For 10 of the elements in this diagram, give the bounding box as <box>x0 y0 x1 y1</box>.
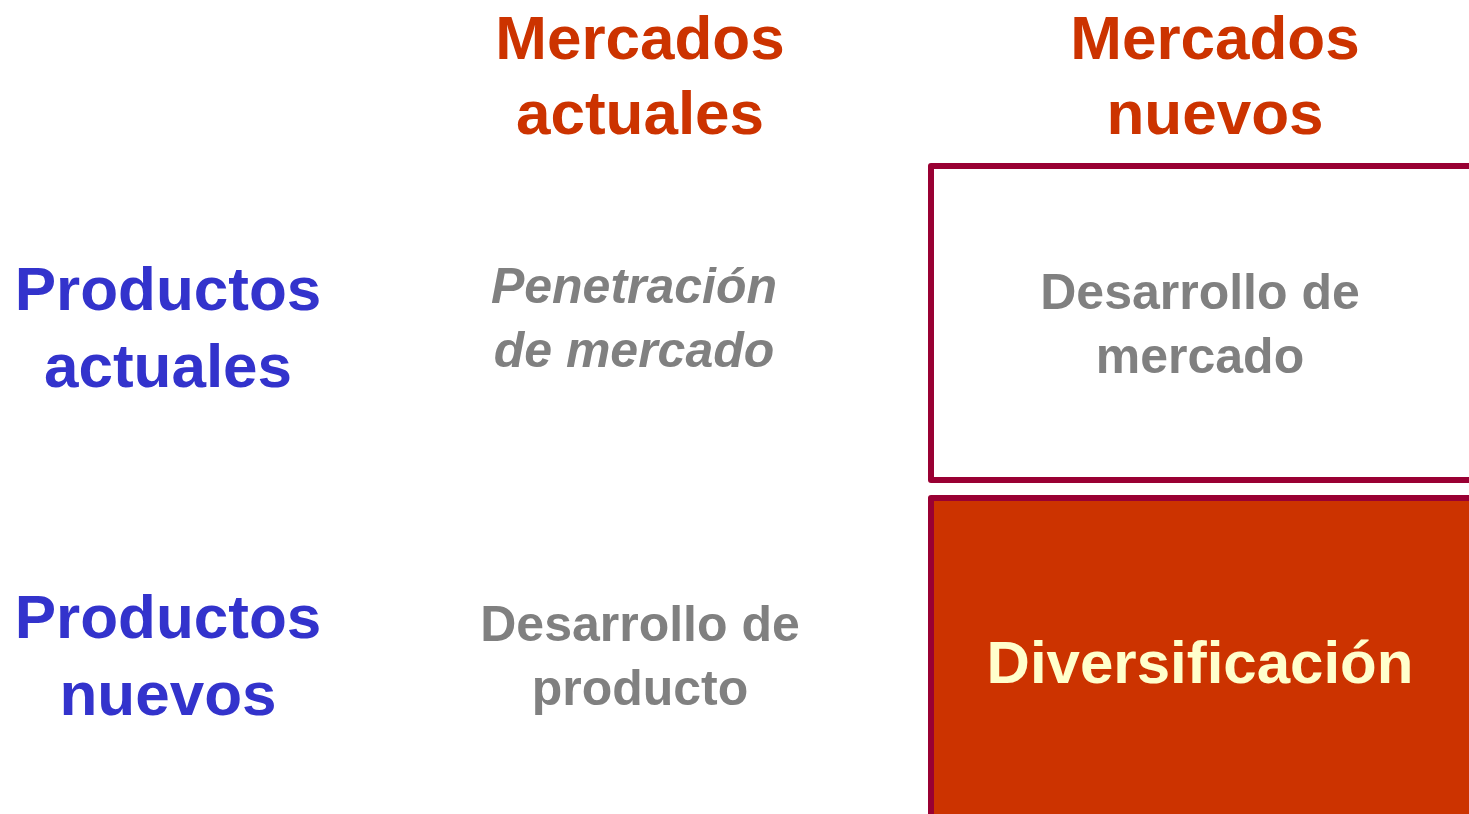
strategy-label: Penetración de mercado <box>489 257 779 380</box>
strategy-box <box>928 163 1469 483</box>
strategy-label: Diversificación <box>985 628 1415 698</box>
column-heading: Mercados nuevos <box>1069 2 1361 149</box>
row-heading: Productos nuevos <box>13 581 323 730</box>
column-heading: Mercados actuales <box>494 2 786 149</box>
strategy-label: Desarrollo de mercado <box>1040 263 1360 386</box>
strategy-label: Desarrollo de producto <box>479 595 801 718</box>
highlighted-strategy-box <box>928 495 1469 814</box>
row-heading: Productos actuales <box>13 253 323 402</box>
